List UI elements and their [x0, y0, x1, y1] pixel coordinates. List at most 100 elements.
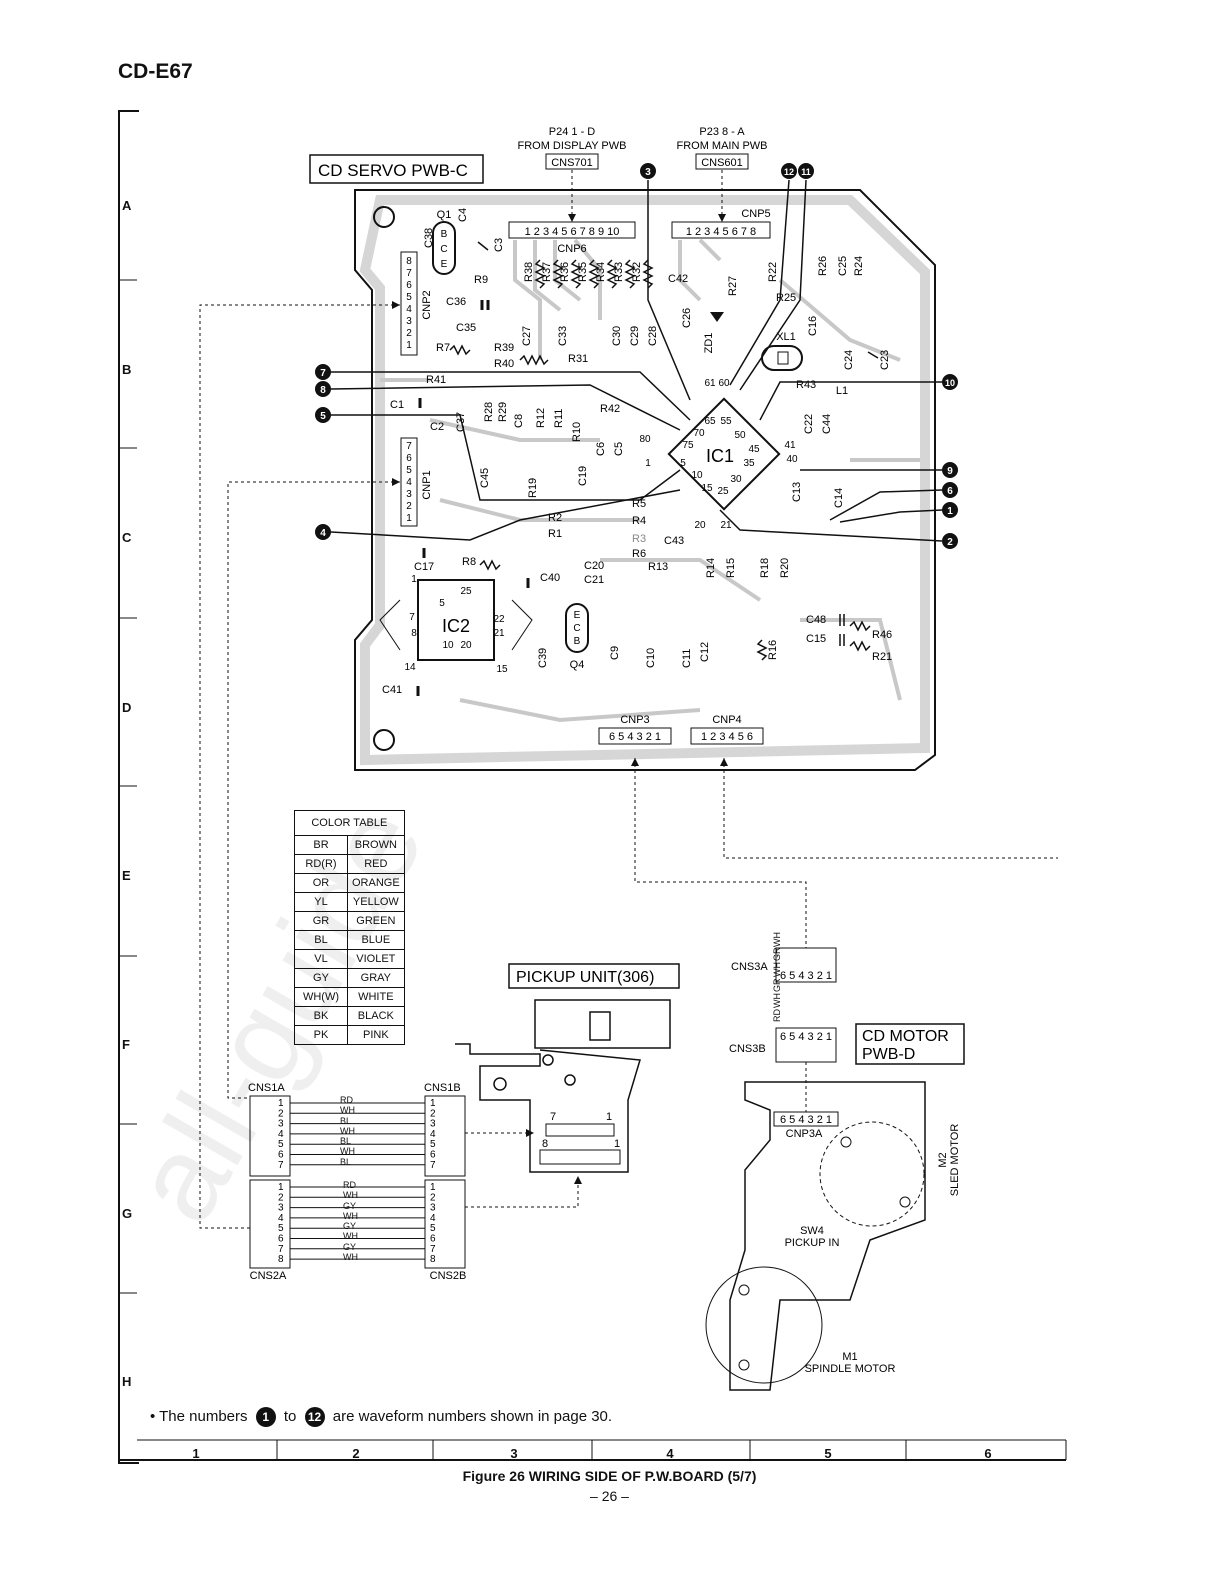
svg-text:C36: C36 — [446, 296, 466, 308]
svg-text:C35: C35 — [456, 322, 476, 334]
svg-text:M2: M2 — [937, 1152, 949, 1167]
svg-text:CD MOTOR: CD MOTOR — [862, 1028, 949, 1045]
pwb-outline — [354, 189, 936, 771]
svg-text:C39: C39 — [537, 648, 549, 668]
svg-text:R21: R21 — [872, 651, 892, 663]
svg-text:PICKUP IN: PICKUP IN — [785, 1237, 840, 1249]
svg-text:CNP1: CNP1 — [421, 470, 433, 499]
svg-text:B: B — [441, 229, 448, 240]
svg-text:6: 6 — [406, 453, 412, 464]
page-number: – 26 – — [590, 1488, 629, 1504]
pin-number: 5 — [430, 1139, 436, 1150]
svg-text:5: 5 — [406, 465, 412, 476]
svg-text:M1: M1 — [842, 1351, 857, 1363]
svg-text:C2: C2 — [430, 421, 444, 433]
svg-text:R10: R10 — [571, 422, 583, 442]
pin-number: 8 — [430, 1254, 436, 1265]
svg-text:6: 6 — [947, 486, 953, 497]
svg-text:40: 40 — [786, 454, 798, 465]
svg-text:1 2 3 4 5 6 7 8: 1 2 3 4 5 6 7 8 — [686, 226, 756, 238]
svg-text:75: 75 — [682, 440, 694, 451]
svg-text:CNS1A: CNS1A — [248, 1082, 285, 1094]
svg-text:R26: R26 — [817, 256, 829, 276]
svg-text:R34: R34 — [595, 262, 607, 282]
svg-text:CNP6: CNP6 — [557, 243, 586, 255]
svg-text:C21: C21 — [584, 574, 604, 586]
svg-text:4: 4 — [406, 477, 412, 488]
svg-text:C19: C19 — [577, 466, 589, 486]
pin-number: 1 — [278, 1182, 284, 1193]
svg-text:6 5 4 3 2 1: 6 5 4 3 2 1 — [780, 1031, 832, 1043]
svg-text:20: 20 — [460, 640, 472, 651]
svg-text:25: 25 — [717, 486, 729, 497]
svg-text:FROM MAIN PWB: FROM MAIN PWB — [676, 140, 767, 152]
svg-text:C15: C15 — [806, 633, 826, 645]
svg-text:1: 1 — [606, 1111, 612, 1123]
svg-text:7: 7 — [320, 368, 326, 379]
pin-number: 4 — [278, 1213, 284, 1224]
svg-text:10: 10 — [945, 378, 955, 388]
svg-text:1: 1 — [947, 506, 953, 517]
svg-text:P23 8 - A: P23 8 - A — [699, 126, 745, 138]
svg-text:2: 2 — [406, 501, 412, 512]
svg-text:SW4: SW4 — [800, 1225, 824, 1237]
svg-text:8: 8 — [411, 628, 417, 639]
pickup-unit-label: PICKUP UNIT(306) — [516, 969, 654, 986]
pin-number: 4 — [278, 1129, 284, 1140]
row-label-b: B — [122, 362, 132, 377]
svg-text:C10: C10 — [645, 648, 657, 668]
svg-text:R29: R29 — [497, 402, 509, 422]
svg-text:R35: R35 — [577, 262, 589, 282]
svg-text:70: 70 — [693, 428, 705, 439]
svg-text:45: 45 — [748, 444, 760, 455]
svg-text:R13: R13 — [648, 561, 668, 573]
svg-text:8: 8 — [320, 385, 326, 396]
svg-text:C22: C22 — [803, 414, 815, 434]
svg-text:C43: C43 — [664, 535, 684, 547]
svg-text:50: 50 — [734, 430, 746, 441]
pin-number: 7 — [430, 1160, 436, 1171]
svg-text:R14: R14 — [705, 558, 717, 578]
svg-text:P24 1 - D: P24 1 - D — [549, 126, 596, 138]
svg-text:7: 7 — [406, 441, 412, 452]
svg-text:61: 61 — [704, 378, 716, 389]
svg-text:9: 9 — [947, 466, 953, 477]
svg-text:C26: C26 — [681, 308, 693, 328]
svg-text:20: 20 — [694, 520, 706, 531]
svg-text:65: 65 — [704, 416, 716, 427]
svg-text:R37: R37 — [541, 262, 553, 282]
svg-text:FROM DISPLAY PWB: FROM DISPLAY PWB — [517, 140, 626, 152]
svg-text:R2: R2 — [548, 512, 562, 524]
svg-text:7: 7 — [406, 268, 412, 279]
pin-number: 2 — [278, 1108, 284, 1119]
svg-text:C28: C28 — [647, 326, 659, 346]
pin-number: 5 — [430, 1223, 436, 1234]
svg-text:CNP2: CNP2 — [421, 290, 433, 319]
svg-text:1: 1 — [406, 513, 412, 524]
svg-text:25: 25 — [460, 586, 472, 597]
svg-text:R15: R15 — [725, 558, 737, 578]
svg-text:R32: R32 — [631, 262, 643, 282]
svg-text:R31: R31 — [568, 353, 588, 365]
svg-text:R5: R5 — [632, 498, 646, 510]
row-label-h: H — [122, 1374, 132, 1389]
pin-number: 5 — [278, 1223, 284, 1234]
col-label-4: 4 — [666, 1446, 674, 1461]
svg-text:C1: C1 — [390, 399, 404, 411]
pin-number: 1 — [430, 1098, 436, 1109]
svg-text:4: 4 — [320, 528, 326, 539]
row-label-a: A — [122, 198, 132, 213]
svg-text:5: 5 — [406, 292, 412, 303]
row-label-f: F — [122, 1037, 130, 1052]
svg-text:C30: C30 — [611, 326, 623, 346]
mount-hole — [373, 729, 395, 751]
pin-number: 2 — [430, 1108, 436, 1119]
svg-text:CNP3A: CNP3A — [786, 1128, 823, 1140]
col-label-1: 1 — [192, 1446, 200, 1461]
svg-text:PWB-D: PWB-D — [862, 1046, 915, 1063]
svg-text:CNS3B: CNS3B — [729, 1043, 766, 1055]
svg-text:6 5 4 3 2 1: 6 5 4 3 2 1 — [609, 731, 661, 743]
svg-text:21: 21 — [720, 520, 732, 531]
